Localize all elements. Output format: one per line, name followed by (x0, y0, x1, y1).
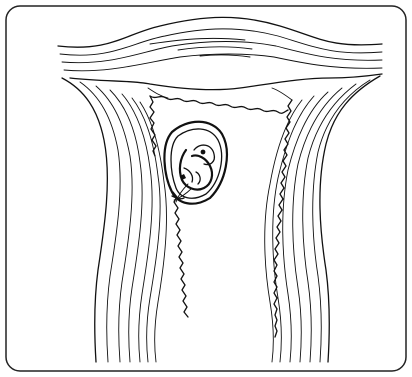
right-uterine-wall (265, 76, 380, 362)
left-endometrial-edge (150, 96, 188, 317)
figure-border (6, 6, 406, 371)
gestational-sac (164, 122, 226, 204)
uterine-fundus (58, 17, 382, 89)
endometrial-lining (150, 96, 288, 113)
embryo (172, 145, 214, 202)
left-uterine-wall (62, 78, 188, 362)
